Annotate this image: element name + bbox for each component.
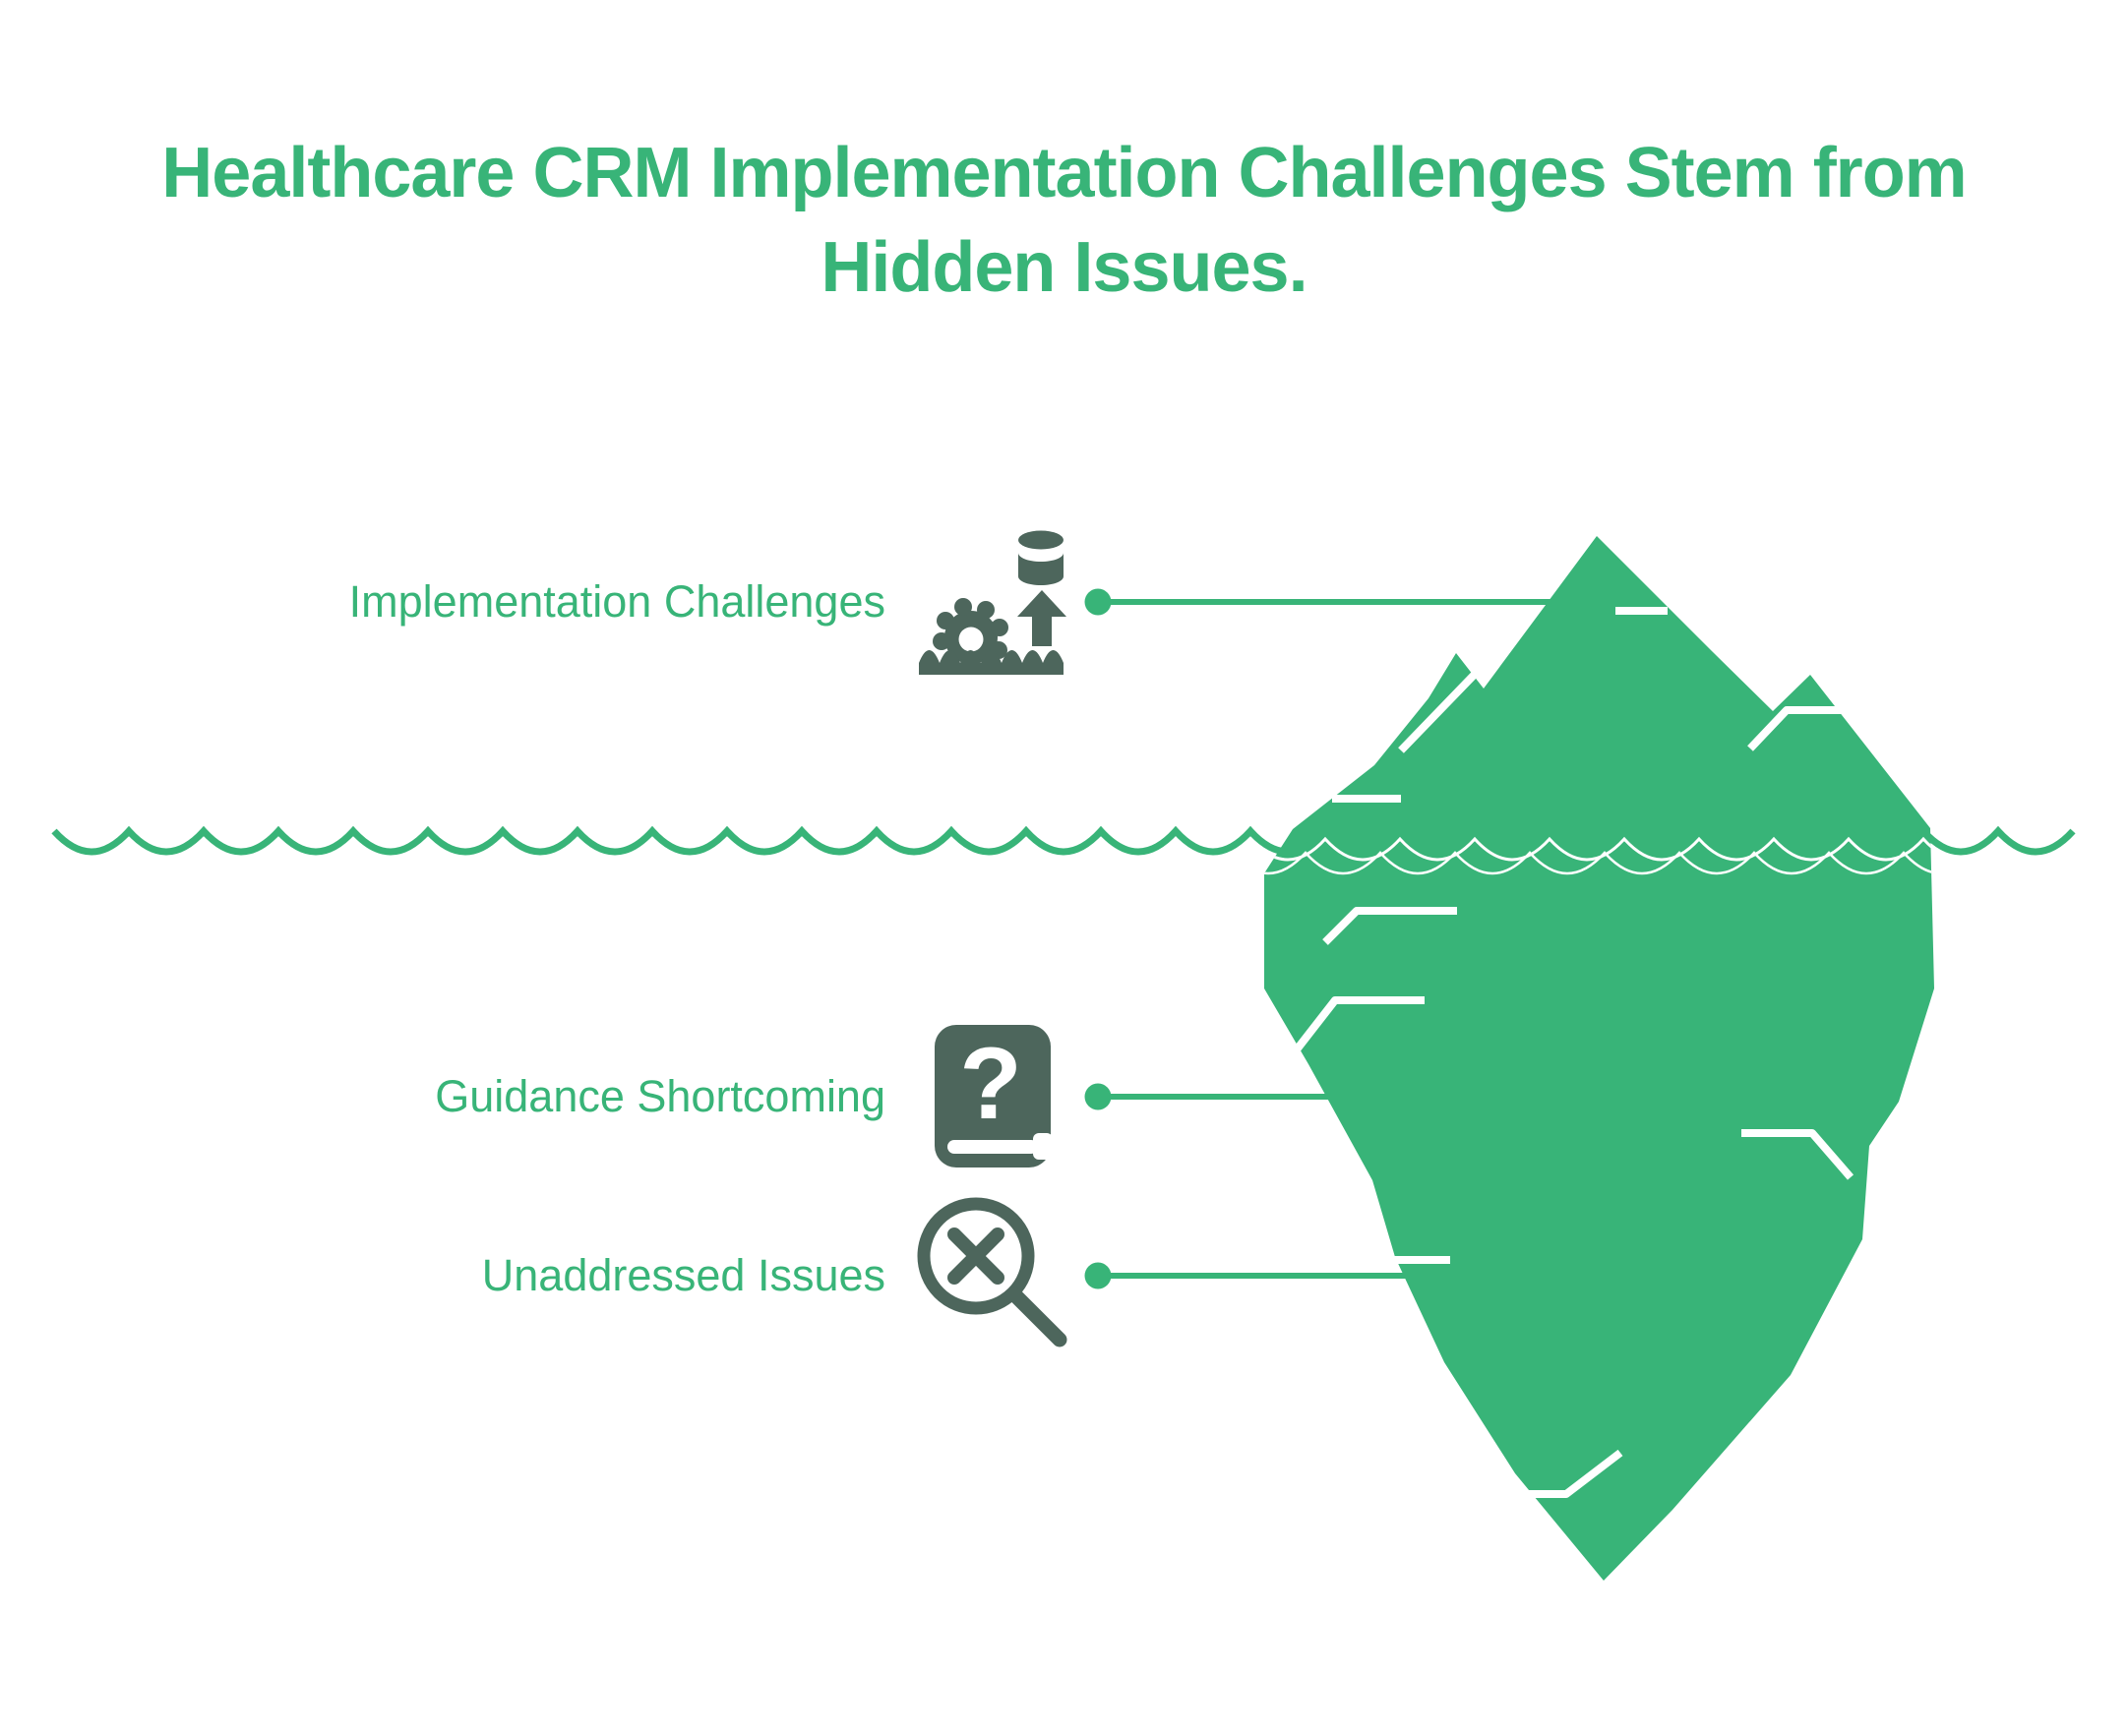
iceberg-cracks [1276, 607, 1854, 1498]
deployment-gear-icon [919, 530, 1066, 675]
database-glyph [1018, 530, 1064, 550]
book-question-icon: ? [935, 1025, 1053, 1167]
gear-glyph [933, 598, 1008, 664]
magnifier-lens [917, 1197, 1035, 1315]
waterline-wave-right [1846, 825, 2076, 856]
label-implementation-challenges: Implementation Challenges [348, 576, 885, 627]
waterline-wave-left [51, 825, 1328, 856]
connectors [1084, 588, 1560, 1289]
page-title-line1: Healthcare CRM Implementation Challenges… [161, 134, 1967, 212]
waterline-highlight-waves [1264, 836, 1934, 875]
magnifier-x-icon [917, 1197, 1067, 1347]
waves-base [919, 650, 1064, 675]
magnifier-handle [1006, 1287, 1067, 1347]
label-unaddressed-issues: Unaddressed Issues [481, 1250, 885, 1300]
page-title-line2: Hidden Issues. [821, 228, 1307, 307]
up-arrow-glyph [1017, 590, 1066, 646]
connector-dot-guidance [1084, 1083, 1112, 1110]
page-title: Healthcare CRM Implementation Challenges… [0, 126, 2128, 315]
connector-dot-implementation [1084, 588, 1112, 616]
connector-dot-unaddressed [1084, 1262, 1112, 1289]
x-mark-glyph [947, 1227, 1004, 1285]
book-pages [947, 1140, 1038, 1154]
question-mark-glyph: ? [959, 1027, 1022, 1141]
iceberg-shape [1264, 536, 1934, 1581]
label-guidance-shortcoming: Guidance Shortcoming [435, 1071, 885, 1121]
